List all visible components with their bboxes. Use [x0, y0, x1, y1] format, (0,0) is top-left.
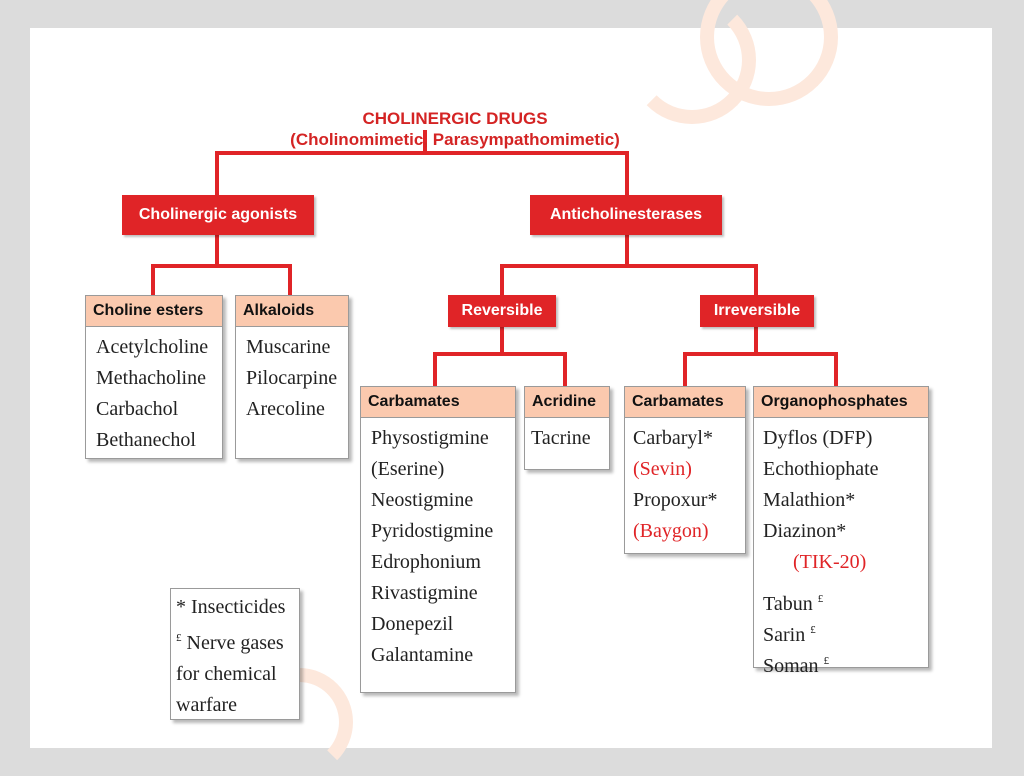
- trade-name: (TIK-20): [793, 551, 867, 573]
- nerve-gas-name: Soman: [763, 655, 819, 677]
- legend-line: warfare: [176, 694, 238, 716]
- connector-level1: [215, 151, 629, 212]
- card-header: Alkaloids: [236, 296, 348, 327]
- connector-agonist-groups: [151, 264, 292, 295]
- diagram-title: CHOLINERGIC DRUGS (Cholinomimetic, Paras…: [250, 108, 660, 150]
- reversible-carbamates-card: Carbamates Physostigmine (Eserine) Neost…: [360, 386, 516, 693]
- connector-rev-irr: [500, 264, 758, 295]
- choline-esters-card: Choline esters Acetylcholine Methacholin…: [85, 295, 223, 459]
- legend-box: * Insecticides £ Nerve gases for chemica…: [170, 588, 300, 720]
- drug-item: Dyflos (DFP): [763, 427, 873, 449]
- drug-item: Rivastigmine: [371, 582, 478, 604]
- drug-item: Edrophonium: [371, 551, 481, 573]
- slide: CHOLINERGIC DRUGS (Cholinomimetic, Paras…: [30, 0, 992, 776]
- drug-item: Diazinon*: [763, 520, 847, 542]
- reversible-box: Reversible: [448, 295, 556, 327]
- nerve-gas-item: Tabun £: [763, 586, 928, 617]
- nerve-gas-name: Tabun: [763, 593, 813, 615]
- legend-nerve-gases-text: Nerve gases: [186, 632, 284, 654]
- card-header: Acridine: [525, 387, 609, 418]
- drug-item: Bethanechol: [96, 429, 196, 451]
- nerve-gas-item: Sarin £: [763, 617, 928, 648]
- card-header: Carbamates: [625, 387, 745, 418]
- drug-item: Arecoline: [246, 398, 325, 420]
- pound-marker: £: [810, 624, 816, 636]
- pound-marker: £: [176, 632, 182, 644]
- drug-item: Pilocarpine: [246, 367, 338, 389]
- nerve-gas-item: Soman £: [763, 648, 928, 679]
- drug-item: Neostigmine: [371, 489, 474, 511]
- nerve-gas-name: Sarin: [763, 624, 806, 646]
- organophosphates-card: Organophosphates Dyflos (DFP) Echothioph…: [753, 386, 929, 677]
- drug-item: Acetylcholine: [96, 336, 209, 358]
- trade-name: (Baygon): [633, 520, 709, 542]
- drug-item: Carbachol: [96, 398, 179, 420]
- connector-irr-groups: [683, 352, 838, 386]
- drug-item: Physostigmine: [371, 427, 489, 449]
- card-header: Organophosphates: [754, 387, 928, 418]
- drug-item: Pyridostigmine: [371, 520, 494, 542]
- title-line1: CHOLINERGIC DRUGS: [362, 109, 548, 128]
- drug-item: Muscarine: [246, 336, 331, 358]
- drug-item: Malathion*: [763, 489, 856, 511]
- alkaloids-card: Alkaloids Muscarine Pilocarpine Arecolin…: [235, 295, 349, 459]
- anticholinesterases-box: Anticholinesterases: [530, 195, 722, 235]
- drug-item: Tacrine: [531, 427, 591, 449]
- card-header: Carbamates: [361, 387, 515, 418]
- drug-item: Echothiophate: [763, 458, 879, 480]
- trade-name: (Sevin): [633, 458, 692, 480]
- connector-lines: [151, 130, 838, 386]
- legend-line: for chemical: [176, 663, 277, 685]
- drug-item: Methacholine: [96, 367, 206, 389]
- drug-item: Propoxur*: [633, 489, 718, 511]
- legend-insecticides: * Insecticides: [176, 596, 286, 618]
- irreversible-box: Irreversible: [700, 295, 814, 327]
- connector-rev-groups: [433, 352, 567, 386]
- title-line2: (Cholinomimetic, Parasympathomimetic): [290, 130, 620, 149]
- drug-item: Carbaryl*: [633, 427, 713, 449]
- drug-item: Galantamine: [371, 644, 474, 666]
- pound-marker: £: [817, 593, 824, 605]
- drug-item: (Eserine): [371, 458, 445, 480]
- card-header: Choline esters: [86, 296, 222, 327]
- legend-nerve-gases: £ Nerve gases: [176, 623, 299, 659]
- drug-item: Donepezil: [371, 613, 454, 635]
- pound-marker: £: [823, 655, 830, 667]
- cholinergic-agonists-box: Cholinergic agonists: [122, 195, 314, 235]
- acridine-card: Acridine Tacrine: [524, 386, 610, 470]
- irreversible-carbamates-card: Carbamates Carbaryl* (Sevin) Propoxur* (…: [624, 386, 746, 554]
